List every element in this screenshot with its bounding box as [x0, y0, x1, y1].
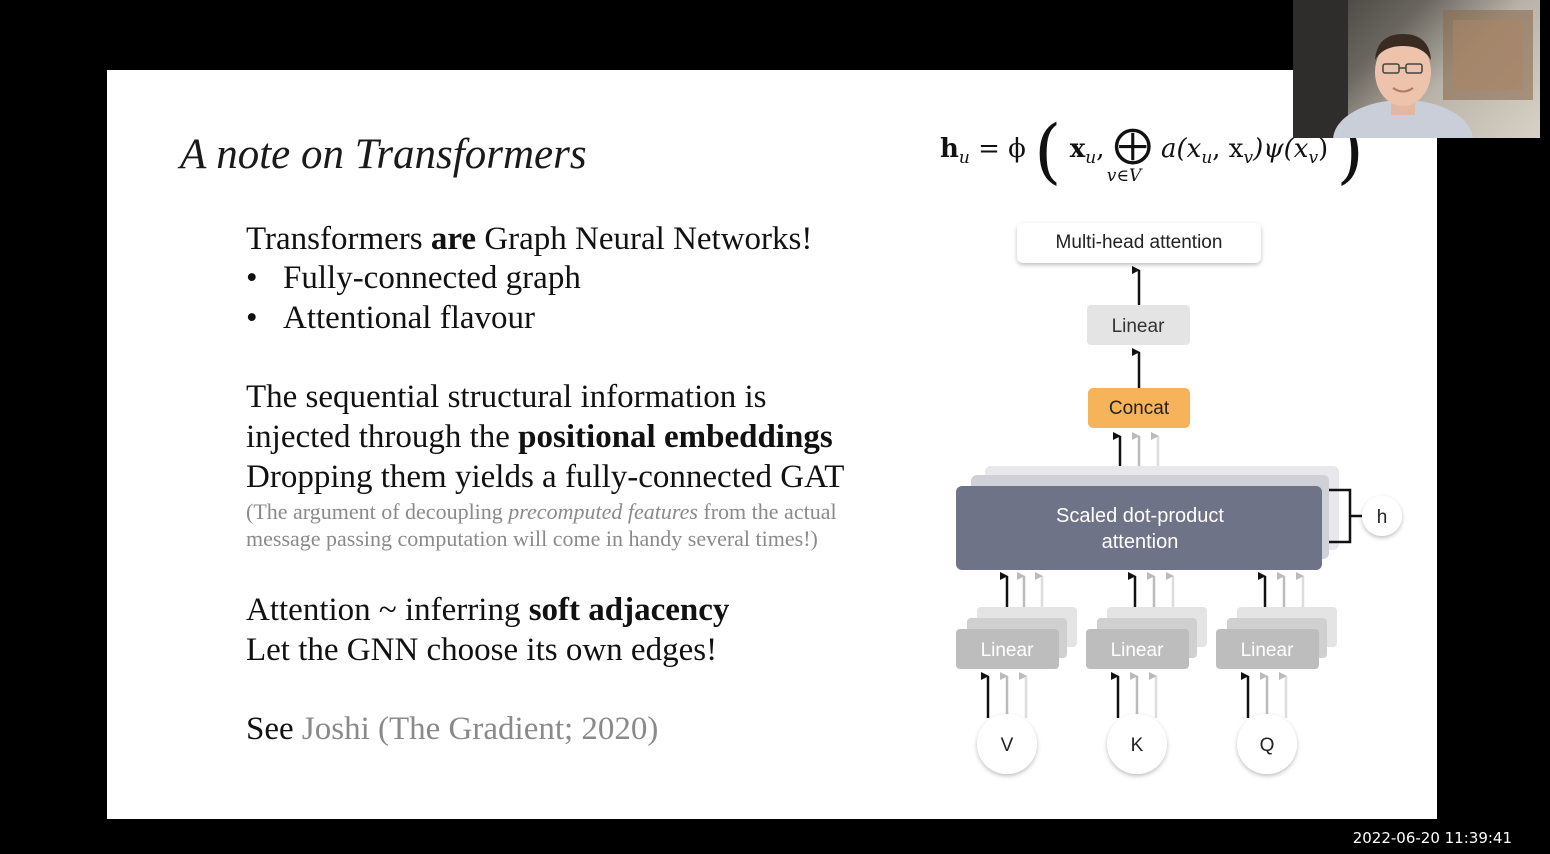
- line-0-bold: are: [430, 221, 477, 257]
- slide-title: A note on Transformers: [180, 131, 587, 178]
- line-4-pre: injected through the: [246, 419, 519, 455]
- sdpa-stack: Scaled dot-product attention: [956, 466, 1339, 570]
- linear-v-label: Linear: [981, 640, 1034, 661]
- formula-xu: x: [1069, 134, 1086, 164]
- line-6-italic: precomputed features: [508, 499, 698, 524]
- line-8-pre: Attention ~ inferring: [246, 592, 529, 628]
- h-label: h: [1377, 507, 1388, 528]
- linear-top-label: Linear: [1112, 316, 1165, 337]
- linear-top-box: Linear: [1087, 305, 1190, 345]
- formula-rest2: , x: [1212, 134, 1244, 164]
- formula-rest4: ): [1318, 134, 1329, 164]
- formula-rest-sub2: v: [1243, 148, 1254, 169]
- formula-rest: a(x: [1161, 134, 1202, 164]
- formula-oplus: ⨁: [1113, 122, 1152, 166]
- line-4-bold: positional embeddings: [518, 419, 833, 455]
- h-bracket: h: [1329, 488, 1402, 544]
- line-transformers-are-gnn: Transformers are Graph Neural Networks!: [246, 220, 812, 260]
- line-attention-soft: Attention ~ inferring soft adjacency: [246, 591, 729, 631]
- line-6-pre: (The argument of decoupling: [246, 499, 509, 524]
- bullet-fully-connected: • Fully-connected graph: [246, 259, 581, 299]
- formula-lhs: h: [940, 134, 959, 164]
- line-10-pre: See: [246, 711, 302, 747]
- line-0-post: Graph Neural Networks!: [476, 221, 813, 257]
- formula-rest-sub1: u: [1201, 148, 1213, 169]
- concat-label: Concat: [1109, 398, 1170, 419]
- transformer-diagram: Multi-head attention Linear Concat Scale…: [956, 223, 1402, 774]
- formula-xu-sub: u: [1085, 148, 1097, 169]
- mha-box: Multi-head attention: [1017, 223, 1261, 263]
- formula-lhs-sub: u: [958, 148, 970, 169]
- line-message-passing: message passing computation will come in…: [246, 526, 818, 551]
- linear-v-group: Linear V: [956, 572, 1077, 774]
- q-label: Q: [1260, 735, 1275, 756]
- bullet-1-text: Fully-connected graph: [283, 260, 581, 296]
- line-6-post: from the actual: [697, 499, 837, 524]
- line-0-pre: Transformers: [246, 221, 431, 257]
- line-positional: injected through the positional embeddin…: [246, 418, 833, 458]
- formula-comma: ,: [1096, 134, 1105, 164]
- mha-label: Multi-head attention: [1056, 232, 1223, 253]
- linear-q-group: Linear Q: [1216, 572, 1337, 774]
- sdpa-label-1: Scaled dot-product: [1056, 505, 1224, 527]
- concat-box: Concat: [1088, 388, 1190, 428]
- formula-eq: = ϕ: [969, 134, 1026, 164]
- line-argument: (The argument of decoupling precomputed …: [246, 498, 837, 525]
- k-label: K: [1131, 735, 1144, 756]
- presenter-avatar: [1293, 0, 1533, 138]
- joshi-link[interactable]: Joshi (The Gradient; 2020): [301, 711, 659, 747]
- bullet-dot: •: [246, 300, 258, 336]
- formula-under: v∈V: [1106, 166, 1142, 186]
- sdpa-label-2: attention: [1102, 531, 1179, 553]
- line-sequential: The sequential structural information is: [246, 379, 767, 415]
- formula-rest3: )ψ(x: [1253, 134, 1309, 164]
- linear-q-label: Linear: [1241, 640, 1294, 661]
- formula-open-paren: (: [1034, 110, 1062, 192]
- bullet-2-text: Attentional flavour: [283, 300, 536, 336]
- linear-k-label: Linear: [1111, 640, 1164, 661]
- bullet-dot: •: [246, 260, 258, 296]
- timestamp: 2022-06-20 11:39:41: [1352, 829, 1512, 847]
- line-dropping: Dropping them yields a fully-connected G…: [246, 459, 845, 495]
- webcam-video: [1293, 0, 1540, 138]
- linear-k-group: Linear K: [1086, 572, 1207, 774]
- v-label: V: [1001, 735, 1014, 756]
- sdpa-layer-front: [956, 486, 1322, 570]
- slide: A note on Transformers hu = ϕ ( xu, ⨁ v∈…: [107, 70, 1437, 819]
- line-let-gnn: Let the GNN choose its own edges!: [246, 632, 718, 668]
- line-see-joshi: See Joshi (The Gradient; 2020): [246, 710, 658, 750]
- bullet-attentional: • Attentional flavour: [246, 299, 535, 339]
- line-8-bold: soft adjacency: [528, 592, 730, 628]
- formula-rest-sub3: v: [1308, 148, 1319, 169]
